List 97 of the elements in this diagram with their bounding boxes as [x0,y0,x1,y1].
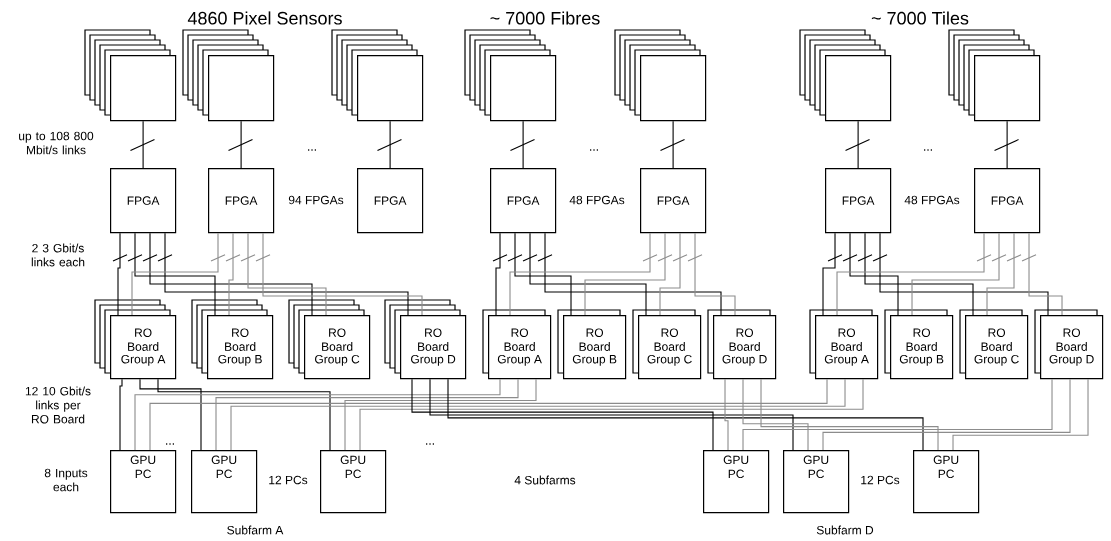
sensor-stack [464,29,557,122]
connector-line [986,232,1015,316]
connector-line [429,378,794,451]
connector-line [544,232,722,316]
gpu-pc-box: GPU PC [913,450,980,514]
connector-line [411,378,714,451]
connector-line [228,232,234,316]
connector-line [659,232,681,316]
connector-line [142,120,144,169]
connector-line [359,378,864,451]
link-label: 12 10 Gbit/s links per RO Board [25,386,91,424]
fpga-box: FPGA [208,168,275,234]
readout-board-box: RO Board Group B [557,309,627,380]
group-heading: 4860 Pixel Sensors [187,11,342,25]
connector-line [215,378,519,451]
connector-line [119,378,123,451]
count-label: 12 PCs [269,475,308,485]
connector-line [157,378,331,451]
readout-board-box: RO Board Group A [94,299,177,380]
link-label: up to 108 800 Mbit/s links [19,131,94,155]
group-heading: ~ 7000 Tiles [871,11,969,25]
connector-line [1006,120,1008,169]
connector-line [495,232,501,316]
connector-line [240,120,242,169]
connector-line [822,378,1071,451]
gpu-pc-box: GPU PC [110,450,177,514]
connector-line [247,232,327,316]
connector-line [117,232,121,316]
fpga-box: FPGA [110,168,177,234]
connector-line [164,232,409,316]
ellipsis: ... [166,443,174,445]
readout-board-box: RO Board Group B [191,299,274,380]
count-label: 48 FPGAs [904,195,960,205]
readout-board-box: RO Board Group A [809,309,879,380]
ellipsis: ... [308,149,316,151]
readout-board-box: RO Board Group C [288,299,371,380]
connector-line [149,232,313,316]
sensor-stack [182,29,275,122]
connector-line [584,232,666,316]
link-label: 2 3 Gbit/s links each [31,243,85,267]
connector-line [822,232,836,316]
fpga-box: FPGA [974,168,1041,234]
readout-board-box: RO Board Group D [1034,309,1104,380]
connector-line [879,232,1049,316]
count-label: 48 FPGAs [569,195,625,205]
link-label: 8 Inputs each [44,468,88,492]
readout-board-box: RO Board Group A [482,309,552,380]
connector-line [952,378,1089,451]
sensor-stack [84,29,177,122]
fpga-box: FPGA [490,168,557,234]
connector-line [694,232,736,316]
connector-line [389,120,391,169]
connector-line [262,232,423,316]
sensor-stack [948,29,1041,122]
subfarm-label: Subfarm A [227,525,284,535]
readout-board-box: RO Board Group D [384,299,467,380]
connector-line [742,378,1053,451]
connector-line [509,232,651,316]
connector-line [522,120,524,169]
sensor-stack [614,29,707,122]
connector-line [1028,232,1063,316]
connector-line [529,232,647,316]
group-heading: ~ 7000 Fibres [490,11,600,25]
readout-board-box: RO Board Group C [632,309,702,380]
count-label: 4 Subfarms [514,475,576,485]
readout-board-box: RO Board Group B [884,309,954,380]
connector-line [447,378,924,451]
ellipsis: ... [924,149,932,151]
connector-line [724,378,729,451]
gpu-pc-box: GPU PC [783,450,850,514]
fpga-box: FPGA [640,168,707,234]
readout-board-box: RO Board Group D [707,309,777,380]
fpga-box: FPGA [825,168,892,234]
connector-line [760,378,939,451]
subfarm-label: Subfarm D [816,525,874,535]
fpga-box: FPGA [357,168,424,234]
sensor-stack [799,29,892,122]
gpu-pc-box: GPU PC [320,450,387,514]
connector-line [911,232,1000,316]
ellipsis: ... [426,443,434,445]
connector-line [864,232,974,316]
connector-line [139,378,202,451]
readout-board-box: RO Board Group C [959,309,1029,380]
sensor-stack [331,29,424,122]
connector-line [836,232,985,316]
connector-line [849,232,899,316]
connector-line [344,378,537,451]
connector-line [857,120,859,169]
gpu-pc-box: GPU PC [703,450,770,514]
connector-line [672,120,674,169]
count-label: 12 PCs [861,475,900,485]
connector-line [514,232,572,316]
ellipsis: ... [590,149,598,151]
connector-line [134,378,501,451]
count-label: 94 FPGAs [288,195,344,205]
connector-line [742,378,809,451]
gpu-pc-box: GPU PC [191,450,258,514]
